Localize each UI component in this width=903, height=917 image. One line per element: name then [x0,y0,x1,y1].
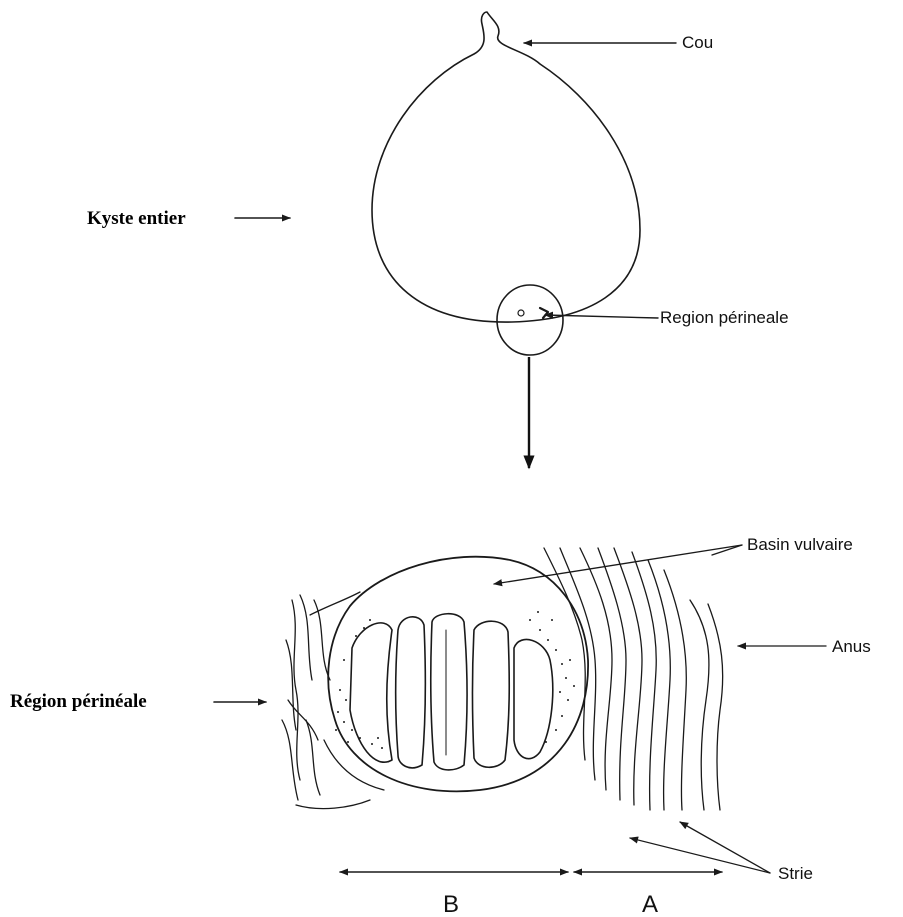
striae-right [544,548,723,810]
region-perineale-top-label: Region périneale [660,308,789,327]
strie-pointer-1 [630,838,770,873]
dimension-a-label: A [642,891,658,917]
stipple [335,611,575,749]
perineal-pattern [282,548,723,810]
cou-label: Cou [682,33,713,52]
kyste-entier-label: Kyste entier [87,208,186,229]
basin-pointer-1 [494,545,742,584]
striae-left [282,592,384,809]
strie-label: Strie [778,864,813,883]
basin-pointer-2 [712,545,742,555]
whole-cyst [372,12,640,355]
cyst-outline [372,12,640,322]
strie-pointer-2 [680,822,770,873]
region-perineale-side-label: Région périnéale [10,691,147,712]
basin-vulvaire-label: Basin vulvaire [747,535,853,554]
anus-label: Anus [832,637,871,656]
perineal-region-circle [497,285,563,355]
vulval-basin-outline [328,557,588,792]
dimension-b-label: B [443,891,459,917]
